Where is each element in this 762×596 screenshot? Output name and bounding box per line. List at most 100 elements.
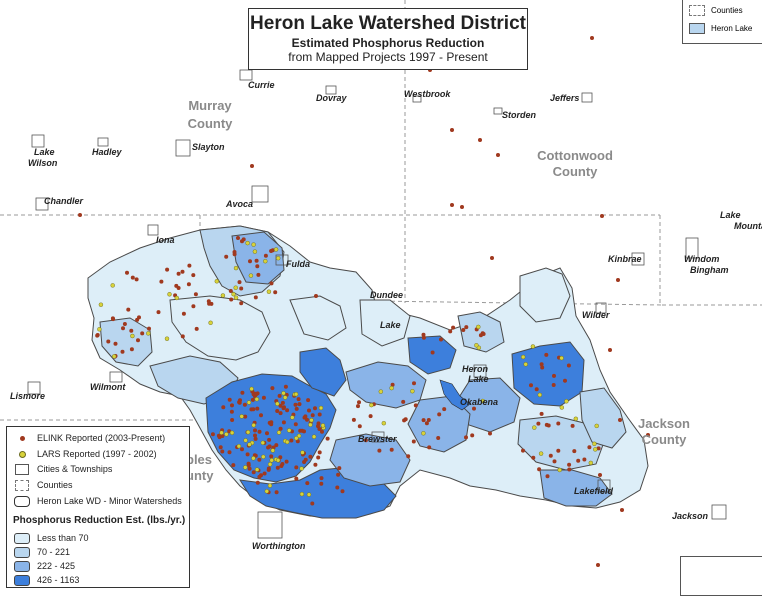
elink-point bbox=[251, 470, 256, 475]
lars-point bbox=[559, 405, 564, 410]
lars-point bbox=[267, 462, 273, 467]
lars-point bbox=[573, 416, 578, 421]
elink-point bbox=[412, 381, 416, 386]
map-subtitle-2: from Mapped Projects 1997 - Present bbox=[288, 50, 488, 64]
elink-point bbox=[230, 418, 235, 422]
class-swatch-icon bbox=[13, 546, 31, 558]
elink-point bbox=[548, 453, 553, 458]
elink-point bbox=[237, 280, 242, 285]
place-label: Iona bbox=[156, 235, 175, 245]
elink-point bbox=[317, 412, 322, 417]
elink-point bbox=[336, 472, 341, 477]
elink-point bbox=[253, 436, 258, 441]
elink-point bbox=[451, 325, 456, 330]
elink-point bbox=[237, 400, 242, 405]
lars-point bbox=[308, 422, 313, 427]
elink-point bbox=[325, 436, 330, 441]
elink-point bbox=[221, 405, 226, 410]
elink-point bbox=[536, 421, 541, 426]
elink-point bbox=[125, 270, 129, 275]
legend-label: 222 - 425 bbox=[37, 561, 76, 571]
elink-point bbox=[254, 392, 259, 397]
lars-point bbox=[164, 336, 170, 341]
lars-point bbox=[245, 240, 250, 246]
lars-point bbox=[559, 355, 564, 361]
class-swatch-icon bbox=[13, 532, 31, 544]
elink-point bbox=[129, 328, 134, 333]
watershed-outline-icon bbox=[13, 495, 31, 507]
elink-point bbox=[305, 481, 310, 486]
lars-point bbox=[299, 466, 304, 471]
elink-point bbox=[186, 282, 191, 287]
elink-point bbox=[337, 466, 342, 471]
county-labels: Murray County Cottonwood County Jackson … bbox=[186, 98, 690, 483]
legend-row-counties: Counties bbox=[13, 478, 73, 492]
elink-point bbox=[620, 508, 624, 512]
elink-point bbox=[317, 450, 322, 455]
elink-point bbox=[262, 471, 267, 476]
elink-point bbox=[421, 418, 426, 423]
elink-point bbox=[147, 326, 151, 331]
lars-point bbox=[283, 395, 288, 400]
elink-point bbox=[552, 373, 556, 378]
elink-point bbox=[413, 403, 418, 408]
lars-point bbox=[224, 432, 229, 437]
lars-point bbox=[318, 405, 324, 411]
elink-point bbox=[481, 332, 486, 336]
lars-point bbox=[251, 242, 256, 247]
lars-point bbox=[320, 423, 326, 428]
place-label: Wilder bbox=[582, 310, 610, 320]
lars-point bbox=[276, 430, 282, 435]
elink-point bbox=[424, 421, 429, 426]
elink-point bbox=[273, 290, 278, 295]
lars-point bbox=[269, 458, 274, 463]
place-label: Westbrook bbox=[404, 89, 451, 99]
elink-point bbox=[280, 462, 285, 466]
elink-point bbox=[357, 424, 362, 429]
lars-point bbox=[538, 451, 544, 456]
place-label: Jackson bbox=[672, 511, 709, 521]
lars-point bbox=[220, 293, 226, 298]
elink-point bbox=[239, 286, 244, 291]
elink-point bbox=[95, 333, 100, 338]
elink-point bbox=[274, 490, 279, 495]
elink-point bbox=[285, 408, 290, 413]
elink-point bbox=[269, 422, 274, 427]
place-label: Lake bbox=[468, 374, 489, 384]
lars-point bbox=[537, 392, 542, 398]
elink-point bbox=[368, 414, 373, 419]
elink-point bbox=[551, 383, 556, 387]
lars-point bbox=[208, 320, 213, 325]
elink-point bbox=[194, 326, 199, 331]
heron-lake-water bbox=[439, 379, 471, 411]
legend-row-lars: LARS Reported (1997 - 2002) bbox=[13, 447, 157, 461]
lars-points bbox=[97, 240, 599, 497]
legend-class-row: 426 - 1163 bbox=[13, 573, 79, 587]
lars-point bbox=[249, 386, 254, 392]
elink-point bbox=[596, 446, 601, 451]
elink-point bbox=[587, 445, 592, 450]
elink-point bbox=[576, 458, 581, 463]
legend-label: ELINK Reported (2003-Present) bbox=[37, 433, 166, 443]
elink-point bbox=[140, 331, 145, 336]
elink-point bbox=[275, 409, 280, 413]
lars-point bbox=[243, 438, 248, 443]
legend-label: Cities & Townships bbox=[37, 464, 113, 474]
lars-point bbox=[111, 354, 117, 359]
elink-point bbox=[135, 317, 140, 322]
elink-point bbox=[464, 325, 469, 330]
elink-point bbox=[308, 454, 313, 459]
lars-point bbox=[146, 331, 151, 336]
elink-point bbox=[281, 420, 286, 425]
elink-point bbox=[544, 352, 549, 357]
elink-point bbox=[111, 317, 116, 322]
elink-point bbox=[351, 417, 356, 422]
elink-point bbox=[230, 403, 234, 408]
elink-point bbox=[439, 337, 443, 342]
lars-point bbox=[97, 327, 102, 332]
elink-point bbox=[253, 428, 257, 433]
map-legend: ELINK Reported (2003-Present) LARS Repor… bbox=[6, 426, 190, 588]
elink-point bbox=[236, 236, 240, 240]
elink-point bbox=[232, 250, 237, 254]
elink-point bbox=[556, 448, 561, 453]
